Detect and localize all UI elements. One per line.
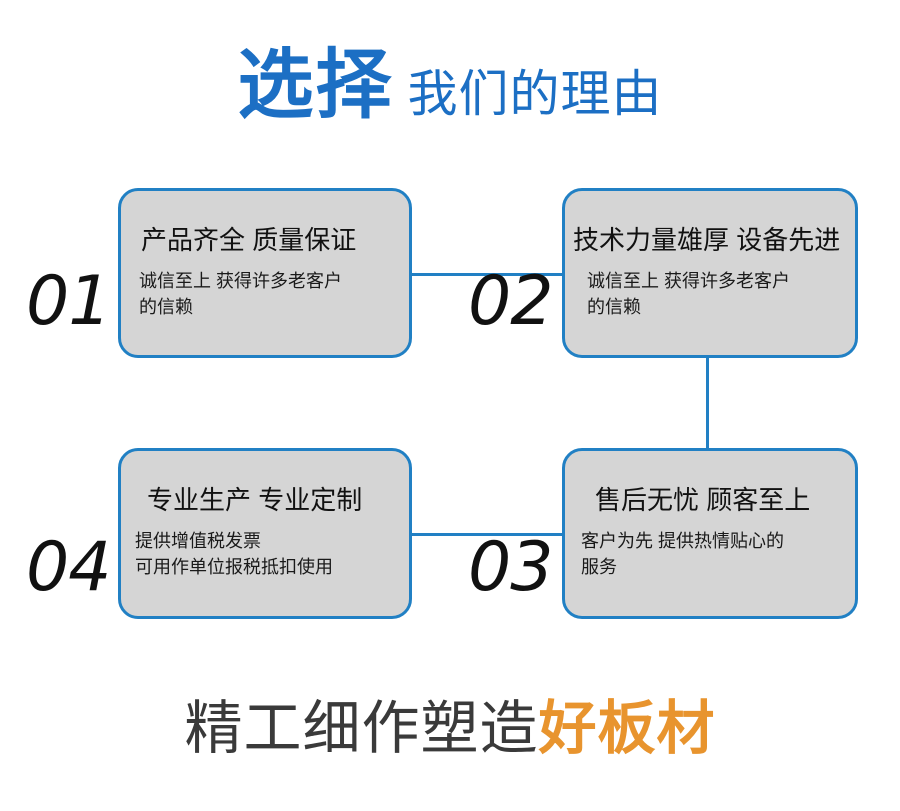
footer-tagline-dark: 精工细作塑造 <box>184 696 539 761</box>
page-title-strong: 选择 <box>237 43 394 128</box>
feature-card-02[interactable]: 技术力量雄厚 设备先进 诚信至上 获得许多老客户 的信赖 <box>562 188 858 358</box>
feature-card-03[interactable]: 售后无忧 顾客至上 客户为先 提供热情贴心的 服务 <box>562 448 858 619</box>
feature-card-02-content: 技术力量雄厚 设备先进 诚信至上 获得许多老客户 的信赖 <box>565 191 863 355</box>
feature-card-03-title: 售后无忧 顾客至上 <box>595 485 811 516</box>
step-number-01: 01 <box>26 262 112 341</box>
step-number-03: 03 <box>468 528 554 607</box>
step-number-02: 02 <box>468 262 554 341</box>
connector-line-01-to-02 <box>404 273 570 276</box>
feature-card-01-body: 诚信至上 获得许多老客户 的信赖 <box>139 270 342 317</box>
feature-card-04[interactable]: 专业生产 专业定制 提供增值税发票 可用作单位报税抵扣使用 <box>118 448 412 619</box>
page-title-light: 我们的理由 <box>407 66 663 122</box>
connector-line-04-to-03 <box>404 533 570 536</box>
footer-tagline: 精工细作塑造好板材 <box>0 700 900 758</box>
page-title: 选择我们的理由 <box>0 48 900 124</box>
feature-card-02-body: 诚信至上 获得许多老客户 的信赖 <box>587 270 790 317</box>
feature-card-03-content: 售后无忧 顾客至上 客户为先 提供热情贴心的 服务 <box>565 451 869 616</box>
feature-card-01-content: 产品齐全 质量保证 诚信至上 获得许多老客户 的信赖 <box>121 191 427 355</box>
feature-card-03-body: 客户为先 提供热情贴心的 服务 <box>581 531 784 578</box>
feature-card-04-content: 专业生产 专业定制 提供增值税发票 可用作单位报税抵扣使用 <box>121 451 423 616</box>
footer-tagline-accent: 好板材 <box>538 696 716 761</box>
connector-line-02-to-03 <box>706 352 709 452</box>
feature-card-02-title: 技术力量雄厚 设备先进 <box>573 224 841 255</box>
feature-card-04-body: 提供增值税发票 可用作单位报税抵扣使用 <box>135 531 333 578</box>
step-number-04: 04 <box>26 528 112 607</box>
feature-card-04-title: 专业生产 专业定制 <box>147 485 363 516</box>
feature-card-01[interactable]: 产品齐全 质量保证 诚信至上 获得许多老客户 的信赖 <box>118 188 412 358</box>
feature-card-01-title: 产品齐全 质量保证 <box>141 224 357 255</box>
